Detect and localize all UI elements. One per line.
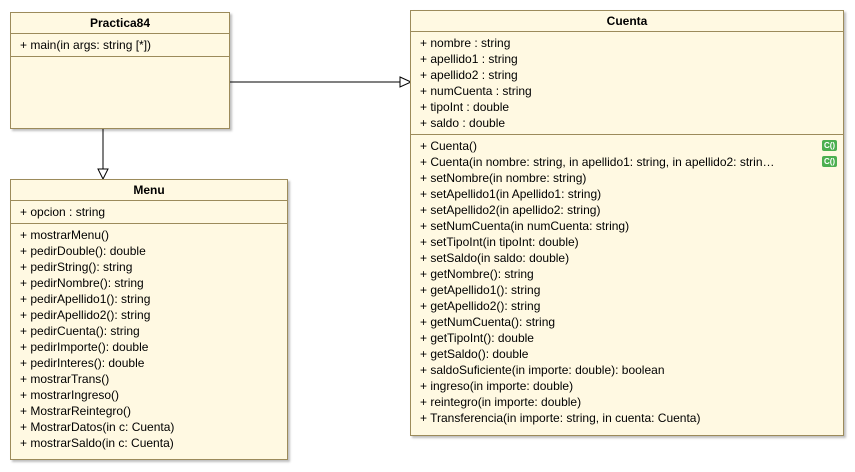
operation-row[interactable]: + mostrarSaldo(in c: Cuenta) bbox=[20, 436, 174, 450]
operation-row[interactable]: + MostrarReintegro() bbox=[20, 404, 132, 418]
operation-row[interactable]: + setTipoInt(in tipoInt: double) bbox=[420, 235, 579, 249]
operation-row[interactable]: + getApellido2(): string bbox=[420, 299, 541, 313]
operation-row[interactable]: + pedirApellido1(): string bbox=[20, 292, 151, 306]
class-practica84-operations: + main(in args: string [*]) bbox=[11, 34, 229, 57]
operation-row[interactable]: + mostrarIngreso() bbox=[20, 388, 120, 402]
operation-row[interactable]: + getSaldo(): double bbox=[420, 347, 529, 361]
constructor-icon: C() bbox=[822, 156, 837, 167]
operation-row[interactable]: + MostrarDatos(in c: Cuenta) bbox=[20, 420, 175, 434]
class-menu[interactable]: Menu + opcion : string + mostrarMenu() +… bbox=[10, 179, 288, 460]
class-menu-operations: + mostrarMenu() + pedirDouble(): double … bbox=[11, 224, 287, 454]
operation-row[interactable]: + Cuenta(in nombre: string, in apellido1… bbox=[420, 155, 837, 169]
attribute-row[interactable]: + numCuenta : string bbox=[420, 84, 532, 98]
operation-row[interactable]: + getTipoInt(): double bbox=[420, 331, 534, 345]
operation-row[interactable]: + getNombre(): string bbox=[420, 267, 534, 281]
operation-row[interactable]: + Transferencia(in importe: string, in c… bbox=[420, 411, 701, 425]
operation-row[interactable]: + pedirApellido2(): string bbox=[20, 308, 151, 322]
operation-row[interactable]: + saldoSuficiente(in importe: double): b… bbox=[420, 363, 665, 377]
operation-row[interactable]: + reintegro(in importe: double) bbox=[420, 395, 582, 409]
operation-row[interactable]: + pedirNombre(): string bbox=[20, 276, 144, 290]
attribute-row[interactable]: + saldo : double bbox=[420, 116, 506, 130]
operation-row[interactable]: + setApellido1(in Apellido1: string) bbox=[420, 187, 602, 201]
class-practica84[interactable]: Practica84 + main(in args: string [*]) bbox=[10, 12, 230, 129]
operation-row[interactable]: + setNombre(in nombre: string) bbox=[420, 171, 587, 185]
operation-row[interactable]: + main(in args: string [*]) bbox=[20, 38, 152, 52]
operation-row[interactable]: + getApellido1(): string bbox=[420, 283, 541, 297]
operation-row[interactable]: + Cuenta()C() bbox=[420, 139, 837, 153]
class-practica84-title: Practica84 bbox=[11, 13, 229, 34]
operation-row[interactable]: + getNumCuenta(): string bbox=[420, 315, 556, 329]
attribute-row[interactable]: + nombre : string bbox=[420, 36, 511, 50]
operation-row[interactable]: + pedirInteres(): double bbox=[20, 356, 145, 370]
operation-row[interactable]: + pedirCuenta(): string bbox=[20, 324, 140, 338]
operation-row[interactable]: + mostrarTrans() bbox=[20, 372, 110, 386]
class-menu-attributes: + opcion : string bbox=[11, 201, 287, 224]
class-cuenta[interactable]: Cuenta + nombre : string + apellido1 : s… bbox=[410, 10, 844, 436]
class-cuenta-operations: + Cuenta()C() + Cuenta(in nombre: string… bbox=[411, 135, 843, 429]
attribute-row[interactable]: + apellido2 : string bbox=[420, 68, 518, 82]
class-cuenta-attributes: + nombre : string + apellido1 : string +… bbox=[411, 32, 843, 135]
attribute-row[interactable]: + opcion : string bbox=[20, 205, 106, 219]
attribute-row[interactable]: + apellido1 : string bbox=[420, 52, 518, 66]
operation-row[interactable]: + setApellido2(in apellido2: string) bbox=[420, 203, 601, 217]
operation-row[interactable]: + ingreso(in importe: double) bbox=[420, 379, 574, 393]
operation-row[interactable]: + pedirDouble(): double bbox=[20, 244, 146, 258]
operation-row[interactable]: + setNumCuenta(in numCuenta: string) bbox=[420, 219, 630, 233]
operation-row[interactable]: + pedirString(): string bbox=[20, 260, 133, 274]
operation-row[interactable]: + pedirImporte(): double bbox=[20, 340, 149, 354]
constructor-icon: C() bbox=[822, 140, 837, 151]
operation-row[interactable]: + setSaldo(in saldo: double) bbox=[420, 251, 570, 265]
attribute-row[interactable]: + tipoInt : double bbox=[420, 100, 510, 114]
operation-row[interactable]: + mostrarMenu() bbox=[20, 228, 110, 242]
class-cuenta-title: Cuenta bbox=[411, 11, 843, 32]
arrowhead-menu bbox=[97, 168, 109, 181]
class-menu-title: Menu bbox=[11, 180, 287, 201]
